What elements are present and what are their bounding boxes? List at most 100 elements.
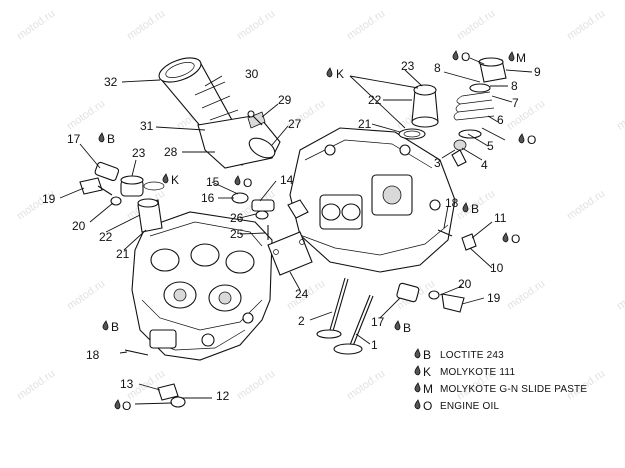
callout-11: 11 bbox=[494, 211, 507, 225]
watermark-text: motod.ru bbox=[15, 8, 57, 43]
svg-text:K: K bbox=[423, 365, 431, 379]
callout-13: 13 bbox=[120, 377, 134, 391]
callout-1: 1 bbox=[371, 338, 378, 352]
drop-icon bbox=[98, 132, 105, 143]
svg-text:K: K bbox=[336, 67, 344, 81]
drop-icon bbox=[452, 50, 459, 61]
callout-17-left: 17 bbox=[67, 132, 81, 146]
callout-18-right: 18 bbox=[445, 196, 459, 210]
code-B-17-right: B bbox=[394, 320, 411, 335]
drop-icon bbox=[234, 175, 241, 186]
callout-8-upper: 8 bbox=[434, 61, 441, 75]
code-O-15: O bbox=[234, 175, 252, 190]
drop-icon bbox=[114, 399, 121, 410]
code-O-seal: O bbox=[518, 133, 536, 147]
drop-icon bbox=[414, 348, 421, 359]
callout-6: 6 bbox=[497, 113, 504, 127]
sleeve-right bbox=[398, 84, 439, 140]
code-O-12: O bbox=[114, 399, 131, 413]
callout-21-right: 21 bbox=[358, 117, 372, 131]
svg-text:B: B bbox=[403, 321, 411, 335]
svg-text:O: O bbox=[511, 232, 520, 246]
legend-row-O: O ENGINE OIL bbox=[414, 399, 499, 413]
code-K-left-sleeve: K bbox=[162, 173, 179, 187]
drop-icon bbox=[326, 67, 333, 78]
legend-text-molykote-gn: MOLYKOTE G-N SLIDE PASTE bbox=[440, 384, 587, 395]
code-O-valve-stack: O bbox=[452, 50, 470, 64]
drop-icon bbox=[518, 133, 525, 144]
callout-4: 4 bbox=[481, 158, 488, 172]
intake-manifold bbox=[158, 57, 281, 169]
drop-icon bbox=[394, 320, 401, 331]
watermark-text: motod.ru bbox=[455, 8, 497, 43]
drop-icon bbox=[462, 202, 469, 213]
callout-19-left: 19 bbox=[42, 192, 56, 206]
drop-icon bbox=[162, 173, 169, 184]
watermark-text: motod.ru bbox=[615, 278, 625, 313]
watermark-text: motod.ru bbox=[565, 8, 607, 43]
sleeve-left bbox=[120, 175, 165, 233]
legend-text-engine-oil: ENGINE OIL bbox=[440, 401, 499, 412]
small-parts bbox=[79, 110, 477, 408]
callout-12: 12 bbox=[216, 389, 230, 403]
drop-icon bbox=[102, 320, 109, 331]
callout-3: 3 bbox=[434, 156, 441, 170]
callout-19-right: 19 bbox=[487, 291, 501, 305]
callout-23-left: 23 bbox=[132, 146, 146, 160]
code-B-18-left: B bbox=[102, 320, 119, 334]
svg-text:O: O bbox=[122, 399, 131, 413]
legend-row-M: M MOLYKOTE G-N SLIDE PASTE bbox=[414, 382, 587, 396]
watermark-text: motod.ru bbox=[565, 188, 607, 223]
callout-labels: 1 2 3 4 5 6 7 8 8 9 10 11 12 13 14 15 16… bbox=[42, 59, 541, 403]
legend: B LOCTITE 243 K MOLYKOTE 111 M MOLYKOTE … bbox=[414, 348, 587, 413]
watermark-text: motod.ru bbox=[65, 278, 107, 313]
callout-22-left: 22 bbox=[99, 230, 113, 244]
callout-16: 16 bbox=[201, 191, 215, 205]
svg-text:M: M bbox=[423, 382, 433, 396]
callout-14: 14 bbox=[280, 173, 294, 187]
drop-icon bbox=[508, 51, 515, 62]
code-B-left-17: B bbox=[98, 132, 115, 146]
callout-20-left: 20 bbox=[72, 219, 86, 233]
legend-row-B: B LOCTITE 243 bbox=[414, 348, 504, 362]
cylinder-head-left bbox=[131, 211, 273, 361]
svg-text:B: B bbox=[107, 132, 115, 146]
svg-text:O: O bbox=[423, 399, 432, 413]
legend-row-K: K MOLYKOTE 111 bbox=[414, 365, 515, 379]
valves bbox=[316, 277, 374, 355]
watermark-text: motod.ru bbox=[65, 98, 107, 133]
watermark-text: motod.ru bbox=[125, 8, 167, 43]
svg-text:K: K bbox=[171, 173, 179, 187]
valve-spring-stack bbox=[451, 57, 507, 167]
svg-text:B: B bbox=[471, 202, 479, 216]
callout-21-left: 21 bbox=[116, 247, 130, 261]
lubricant-codes: M O K O B K O B bbox=[98, 50, 536, 413]
callout-2: 2 bbox=[298, 314, 305, 328]
callout-28: 28 bbox=[164, 145, 178, 159]
drop-icon bbox=[414, 399, 421, 410]
cover-plate bbox=[267, 231, 313, 276]
callout-10: 10 bbox=[490, 261, 504, 275]
callout-24: 24 bbox=[295, 287, 309, 301]
cylinder-head-right bbox=[287, 127, 456, 273]
code-K-right-sleeve: K bbox=[326, 67, 344, 81]
watermark-text: motod.ru bbox=[345, 8, 387, 43]
watermark-text: motod.ru bbox=[235, 8, 277, 43]
callout-8-lower: 8 bbox=[511, 79, 518, 93]
callout-17-right: 17 bbox=[371, 315, 385, 329]
legend-text-loctite: LOCTITE 243 bbox=[440, 350, 504, 361]
svg-text:B: B bbox=[111, 320, 119, 334]
svg-text:O: O bbox=[527, 133, 536, 147]
callout-15: 15 bbox=[206, 175, 220, 189]
watermark-text: motod.ru bbox=[235, 368, 277, 403]
svg-text:O: O bbox=[243, 176, 252, 190]
code-O-11: O bbox=[502, 232, 520, 246]
callout-26: 26 bbox=[230, 211, 244, 225]
callout-5: 5 bbox=[487, 139, 494, 153]
drop-icon bbox=[414, 382, 421, 393]
callout-32: 32 bbox=[104, 75, 118, 89]
svg-text:M: M bbox=[516, 51, 526, 65]
svg-text:O: O bbox=[461, 50, 470, 64]
callout-23-right: 23 bbox=[401, 59, 415, 73]
watermark-text: motod.ru bbox=[345, 368, 387, 403]
